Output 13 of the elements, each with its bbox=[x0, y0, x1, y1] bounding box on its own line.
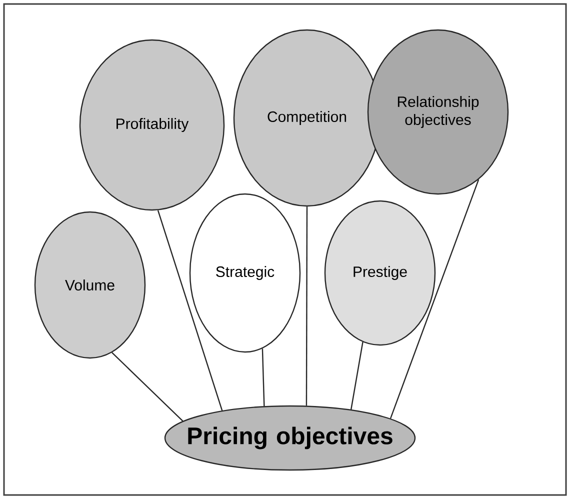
ellipse-node: Prestige bbox=[324, 200, 436, 346]
ellipse-node: Profitability bbox=[79, 39, 225, 211]
ellipse-node: Competition bbox=[233, 29, 381, 207]
ellipse-node: Relationship objectives bbox=[367, 29, 509, 195]
connector-line bbox=[112, 352, 184, 422]
connector-line bbox=[306, 206, 308, 406]
connector-line bbox=[350, 342, 364, 410]
ellipse-node: Volume bbox=[34, 211, 146, 359]
connector-line bbox=[157, 210, 223, 411]
ellipse-node: Pricing objectives bbox=[164, 405, 416, 471]
connector-line bbox=[262, 348, 265, 406]
connector-line bbox=[390, 179, 480, 419]
ellipse-node: Strategic bbox=[189, 193, 301, 353]
